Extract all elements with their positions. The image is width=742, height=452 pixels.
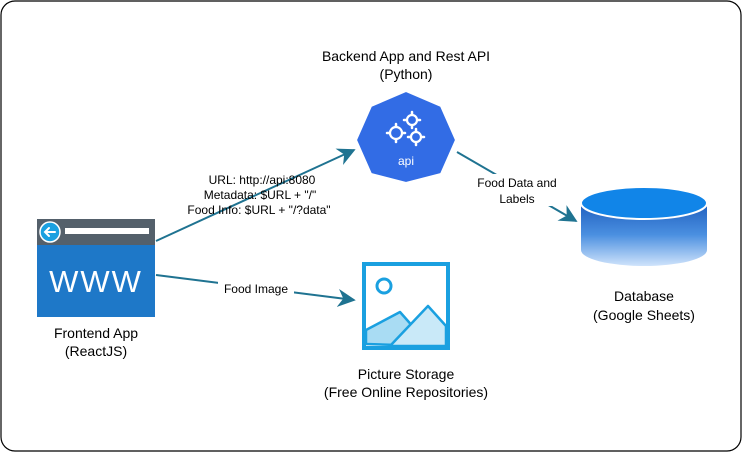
edge-label-bg <box>468 174 566 206</box>
edge-label-foodinfo: Food Info: $URL + "/?data" <box>187 203 330 217</box>
edge-backend-to-database[interactable]: Food Data and Labels <box>456 151 578 222</box>
database-title: Database <box>614 288 674 304</box>
frontend-title: Frontend App <box>54 325 138 341</box>
edge-label-labels: Labels <box>499 192 534 206</box>
database-cylinder-icon <box>580 186 708 266</box>
edge-label-url: URL: http://api:8080 <box>209 173 316 187</box>
backend-subtitle: (Python) <box>380 66 433 82</box>
database-node[interactable]: Database (Google Sheets) <box>580 186 708 323</box>
database-subtitle: (Google Sheets) <box>593 307 695 323</box>
frontend-subtitle: (ReactJS) <box>65 343 127 359</box>
api-icon-label: api <box>398 154 414 168</box>
picture-icon <box>362 262 450 350</box>
edge-label-food-data: Food Data and <box>477 176 556 190</box>
browser-www-icon: WWW <box>37 219 155 317</box>
edge-frontend-to-storage[interactable]: Food Image <box>155 274 356 307</box>
edge-label-metadata: Metadata: $URL + "/" <box>204 188 316 202</box>
storage-node[interactable]: Picture Storage (Free Online Repositorie… <box>324 262 488 400</box>
edge-frontend-to-backend[interactable]: URL: http://api:8080 Metadata: $URL + "/… <box>155 148 356 242</box>
frontend-node[interactable]: WWW Frontend App (ReactJS) <box>37 219 155 359</box>
kubernetes-api-icon: api <box>354 89 458 185</box>
storage-subtitle: (Free Online Repositories) <box>324 384 488 400</box>
edge-label-bg <box>218 280 294 296</box>
backend-node[interactable]: Backend App and Rest API (Python) api <box>322 48 490 185</box>
edge-label-food-image: Food Image <box>224 282 288 296</box>
storage-title: Picture Storage <box>358 366 455 382</box>
arrow-frontend-backend <box>155 148 356 242</box>
backend-title: Backend App and Rest API <box>322 48 490 64</box>
www-text: WWW <box>49 264 143 299</box>
